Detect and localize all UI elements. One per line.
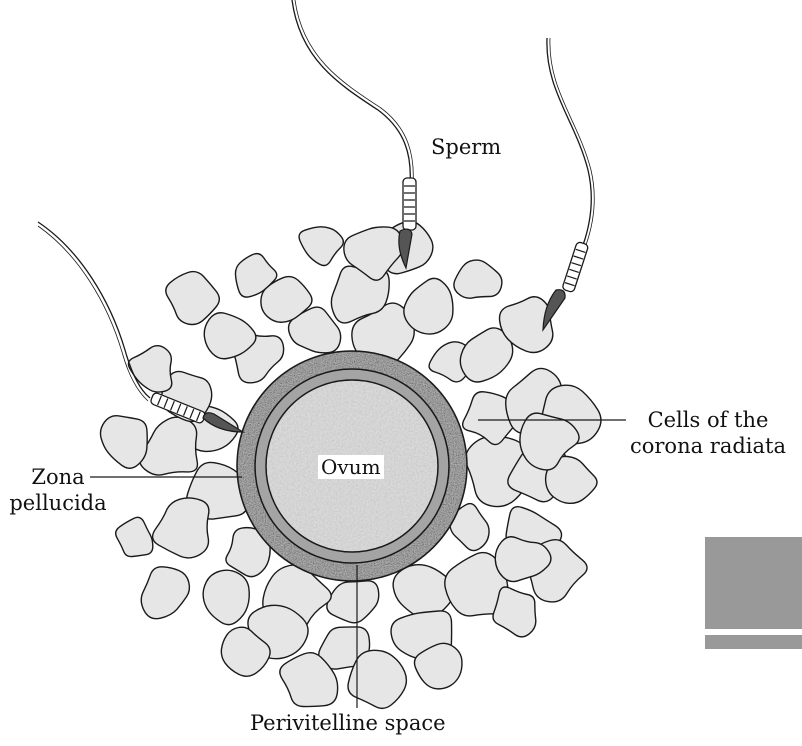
- sperm-1-head: [398, 228, 413, 270]
- corona-cell: [140, 566, 191, 620]
- corona-cell: [519, 412, 580, 471]
- corona-cell: [298, 226, 344, 267]
- sperm-3-tail: [37, 221, 151, 399]
- corona-cell: [494, 536, 552, 583]
- corona-cell: [492, 586, 537, 638]
- sperm-label: Sperm: [431, 135, 502, 159]
- corona-cell: [138, 416, 199, 476]
- corona-cell: [343, 226, 404, 281]
- corona-cell: [448, 502, 490, 552]
- corona-cell: [326, 580, 380, 624]
- corona-cell: [453, 259, 503, 299]
- corona-cell: [165, 270, 220, 326]
- corner-block: [705, 537, 802, 629]
- corona-cell: [462, 391, 520, 446]
- corona-radiata-cells: [99, 220, 602, 710]
- cells-label-line-2: corona radiata: [629, 434, 786, 458]
- sperm-3: [37, 221, 246, 433]
- cells-label-line-1: Cells of the: [647, 408, 769, 432]
- corona-cell: [279, 651, 339, 708]
- zona-pellucida-label: Zona pellucida: [0, 464, 116, 516]
- corona-cell: [403, 277, 454, 335]
- corona-cell: [413, 642, 463, 690]
- perivitelline-space-label: Perivitelline space: [250, 711, 446, 735]
- corona-cell: [351, 302, 415, 367]
- corona-cell: [220, 626, 271, 677]
- corona-cell: [392, 564, 456, 620]
- cells-of-corona-radiata-label: Cells of the corona radiata: [617, 407, 799, 459]
- corona-cell: [151, 497, 210, 559]
- corona-cell: [459, 327, 514, 383]
- corner-bar: [705, 635, 802, 649]
- corona-cell: [203, 312, 257, 360]
- ovum-label: Ovum: [318, 455, 384, 479]
- corona-cell: [260, 275, 313, 323]
- sperm-2-head: [542, 289, 566, 333]
- sperm-2: [542, 37, 595, 333]
- zona-label-line-1: Zona: [31, 465, 85, 489]
- corona-cell: [202, 569, 250, 626]
- corona-cell: [225, 526, 271, 578]
- corona-cell: [544, 455, 598, 505]
- sperm-2-midpiece: [562, 241, 589, 293]
- corona-cell: [498, 296, 554, 354]
- corona-cell: [287, 306, 342, 354]
- sperm-1: [291, 0, 417, 270]
- sperm-1-tail: [291, 0, 411, 186]
- corona-cell: [234, 252, 278, 298]
- corona-cell: [347, 649, 408, 710]
- zona-label-line-2: pellucida: [9, 491, 107, 515]
- sperm-2-tail: [546, 37, 593, 246]
- corona-cell: [99, 414, 148, 469]
- sperm-3-head: [202, 412, 246, 433]
- corona-cell: [114, 516, 154, 558]
